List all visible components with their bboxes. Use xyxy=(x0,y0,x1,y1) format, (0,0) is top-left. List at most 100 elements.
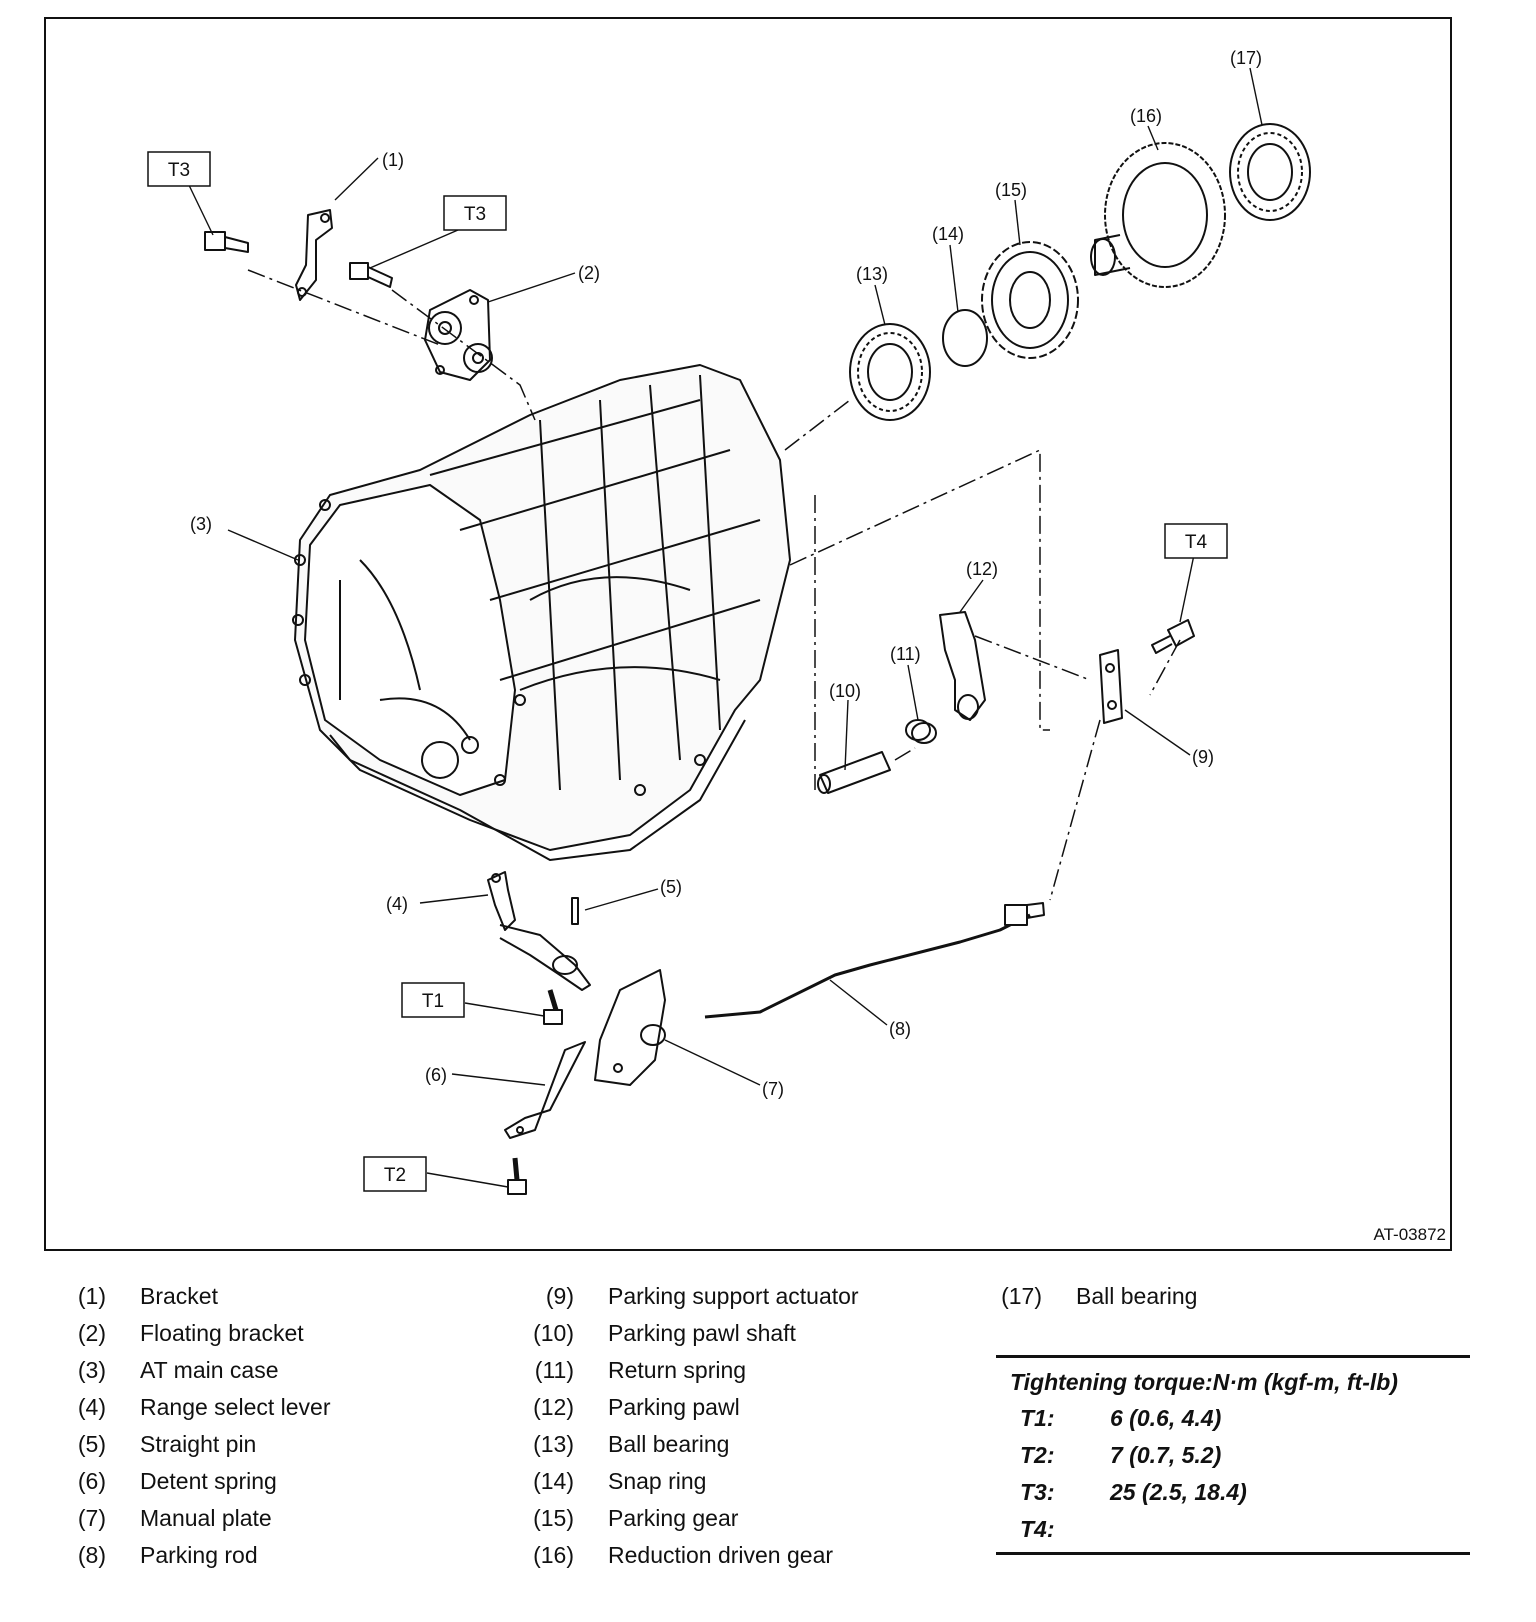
detent-spring xyxy=(504,1041,586,1139)
parking-gear xyxy=(981,241,1079,359)
parking-support-actuator xyxy=(1099,649,1123,724)
bolt-t3-left xyxy=(204,231,249,253)
leader-line xyxy=(1014,199,1021,246)
diagram-frame xyxy=(44,17,1452,1251)
parking-rod xyxy=(704,913,1031,1019)
callout-17: (17) xyxy=(1230,48,1262,68)
leader-line xyxy=(664,1039,761,1086)
leader-line xyxy=(369,229,459,269)
legend-item: (14)Snap ring xyxy=(533,1468,707,1494)
callout-12: (12) xyxy=(966,559,998,579)
svg-text:T3: T3 xyxy=(168,160,190,181)
torque-box-t1: T1 xyxy=(401,982,465,1018)
legend-column-2: (9)Parking support actuator (10)Parking … xyxy=(508,1278,859,1574)
torque-box-t4: T4 xyxy=(1164,523,1228,559)
callout-2: (2) xyxy=(578,263,600,283)
floating-bracket-part xyxy=(424,289,493,381)
callout-3: (3) xyxy=(190,514,212,534)
legend-item: (15)Parking gear xyxy=(533,1505,739,1531)
callout-8: (8) xyxy=(889,1019,911,1039)
leader-line xyxy=(1179,549,1196,623)
leader-line xyxy=(959,579,984,613)
figure-id: AT-03872 xyxy=(1374,1225,1446,1244)
leader-line xyxy=(1147,125,1159,151)
tightening-torque-table: Tightening torque:N·m (kgf-m, ft-lb) T1:… xyxy=(996,1355,1470,1555)
legend-item: (13)Ball bearing xyxy=(533,1431,730,1457)
return-spring xyxy=(905,719,937,744)
legend-item: (10)Parking pawl shaft xyxy=(533,1320,796,1346)
torque-box-t2: T2 xyxy=(363,1156,427,1192)
leader-line xyxy=(1124,709,1191,756)
callout-15: (15) xyxy=(995,180,1027,200)
callout-16: (16) xyxy=(1130,106,1162,126)
legend-item: (11)Return spring xyxy=(534,1357,747,1383)
callout-14: (14) xyxy=(932,224,964,244)
legend-item: (17)Ball bearing xyxy=(1001,1283,1198,1309)
leader-line xyxy=(464,1002,545,1017)
callout-4: (4) xyxy=(386,894,408,914)
leader-line xyxy=(227,529,299,561)
callout-6: (6) xyxy=(425,1065,447,1085)
straight-pin xyxy=(571,897,579,925)
bolt-t4 xyxy=(1151,619,1195,654)
legend-column-1: (1)Bracket (2)Floating bracket (3)AT mai… xyxy=(40,1278,331,1574)
parking-rod-end xyxy=(1004,902,1045,926)
parking-pawl xyxy=(939,611,986,721)
svg-text:T1: T1 xyxy=(422,991,444,1012)
legend-item: (6)Detent spring xyxy=(77,1468,277,1494)
exploded-parts-diagram: T3 T3 T4 T1 T2 (1) (2) (3) (4) (5) (6) (… xyxy=(44,17,1452,1251)
bracket-part xyxy=(295,209,333,301)
torque-row: T4: xyxy=(1020,1516,1055,1542)
leader-line xyxy=(419,894,489,904)
torque-box-t3-left: T3 xyxy=(147,151,211,187)
bolt-t1 xyxy=(543,989,563,1025)
legend-item: (4)Range select lever xyxy=(77,1394,331,1420)
leader-line xyxy=(426,1172,509,1188)
leader-line xyxy=(584,888,659,911)
manual-plate xyxy=(594,969,666,1086)
assembly-line xyxy=(247,269,536,421)
callout-5: (5) xyxy=(660,877,682,897)
leader-line xyxy=(949,244,959,313)
at-main-case xyxy=(292,364,791,861)
torque-box-t3-right: T3 xyxy=(443,195,507,231)
leader-line xyxy=(907,664,919,721)
ball-bearing-17 xyxy=(1229,123,1311,221)
svg-text:T4: T4 xyxy=(1185,532,1208,553)
legend-column-3: (17)Ball bearing xyxy=(976,1278,1197,1315)
svg-text:T3: T3 xyxy=(464,204,486,225)
parking-pawl-shaft xyxy=(817,751,891,794)
legend-item: (1)Bracket xyxy=(77,1283,218,1309)
assembly-line xyxy=(1049,719,1101,901)
callout-13: (13) xyxy=(856,264,888,284)
assembly-line xyxy=(894,747,916,761)
callout-10: (10) xyxy=(829,681,861,701)
leader-line xyxy=(451,1073,546,1086)
reduction-driven-gear xyxy=(1090,142,1226,288)
torque-heading: Tightening torque:N·m (kgf-m, ft-lb) xyxy=(1010,1369,1398,1395)
snap-ring xyxy=(942,309,988,367)
torque-row: T3:25 (2.5, 18.4) xyxy=(1020,1479,1247,1505)
legend-item: (9)Parking support actuator xyxy=(545,1283,859,1309)
assembly-line xyxy=(784,399,1050,731)
legend-item: (7)Manual plate xyxy=(77,1505,272,1531)
leader-line xyxy=(1249,67,1263,126)
leader-line xyxy=(186,180,214,236)
legend-item: (3)AT main case xyxy=(77,1357,279,1383)
legend-item: (16)Reduction driven gear xyxy=(533,1542,834,1568)
leader-line xyxy=(829,979,888,1026)
legend-item: (12)Parking pawl xyxy=(533,1394,740,1420)
callout-7: (7) xyxy=(762,1079,784,1099)
torque-row: T1:6 (0.6, 4.4) xyxy=(1020,1405,1222,1431)
svg-text:T2: T2 xyxy=(384,1165,406,1186)
legend-item: (2)Floating bracket xyxy=(77,1320,304,1346)
bolt-t2 xyxy=(507,1157,527,1195)
range-select-lever xyxy=(487,871,591,991)
callout-9: (9) xyxy=(1192,747,1214,767)
callout-11: (11) xyxy=(890,644,921,664)
assembly-line xyxy=(814,495,1181,790)
leader-line xyxy=(874,284,886,326)
leader-line xyxy=(487,272,576,303)
leader-line xyxy=(844,699,849,771)
ball-bearing-13 xyxy=(849,323,931,421)
